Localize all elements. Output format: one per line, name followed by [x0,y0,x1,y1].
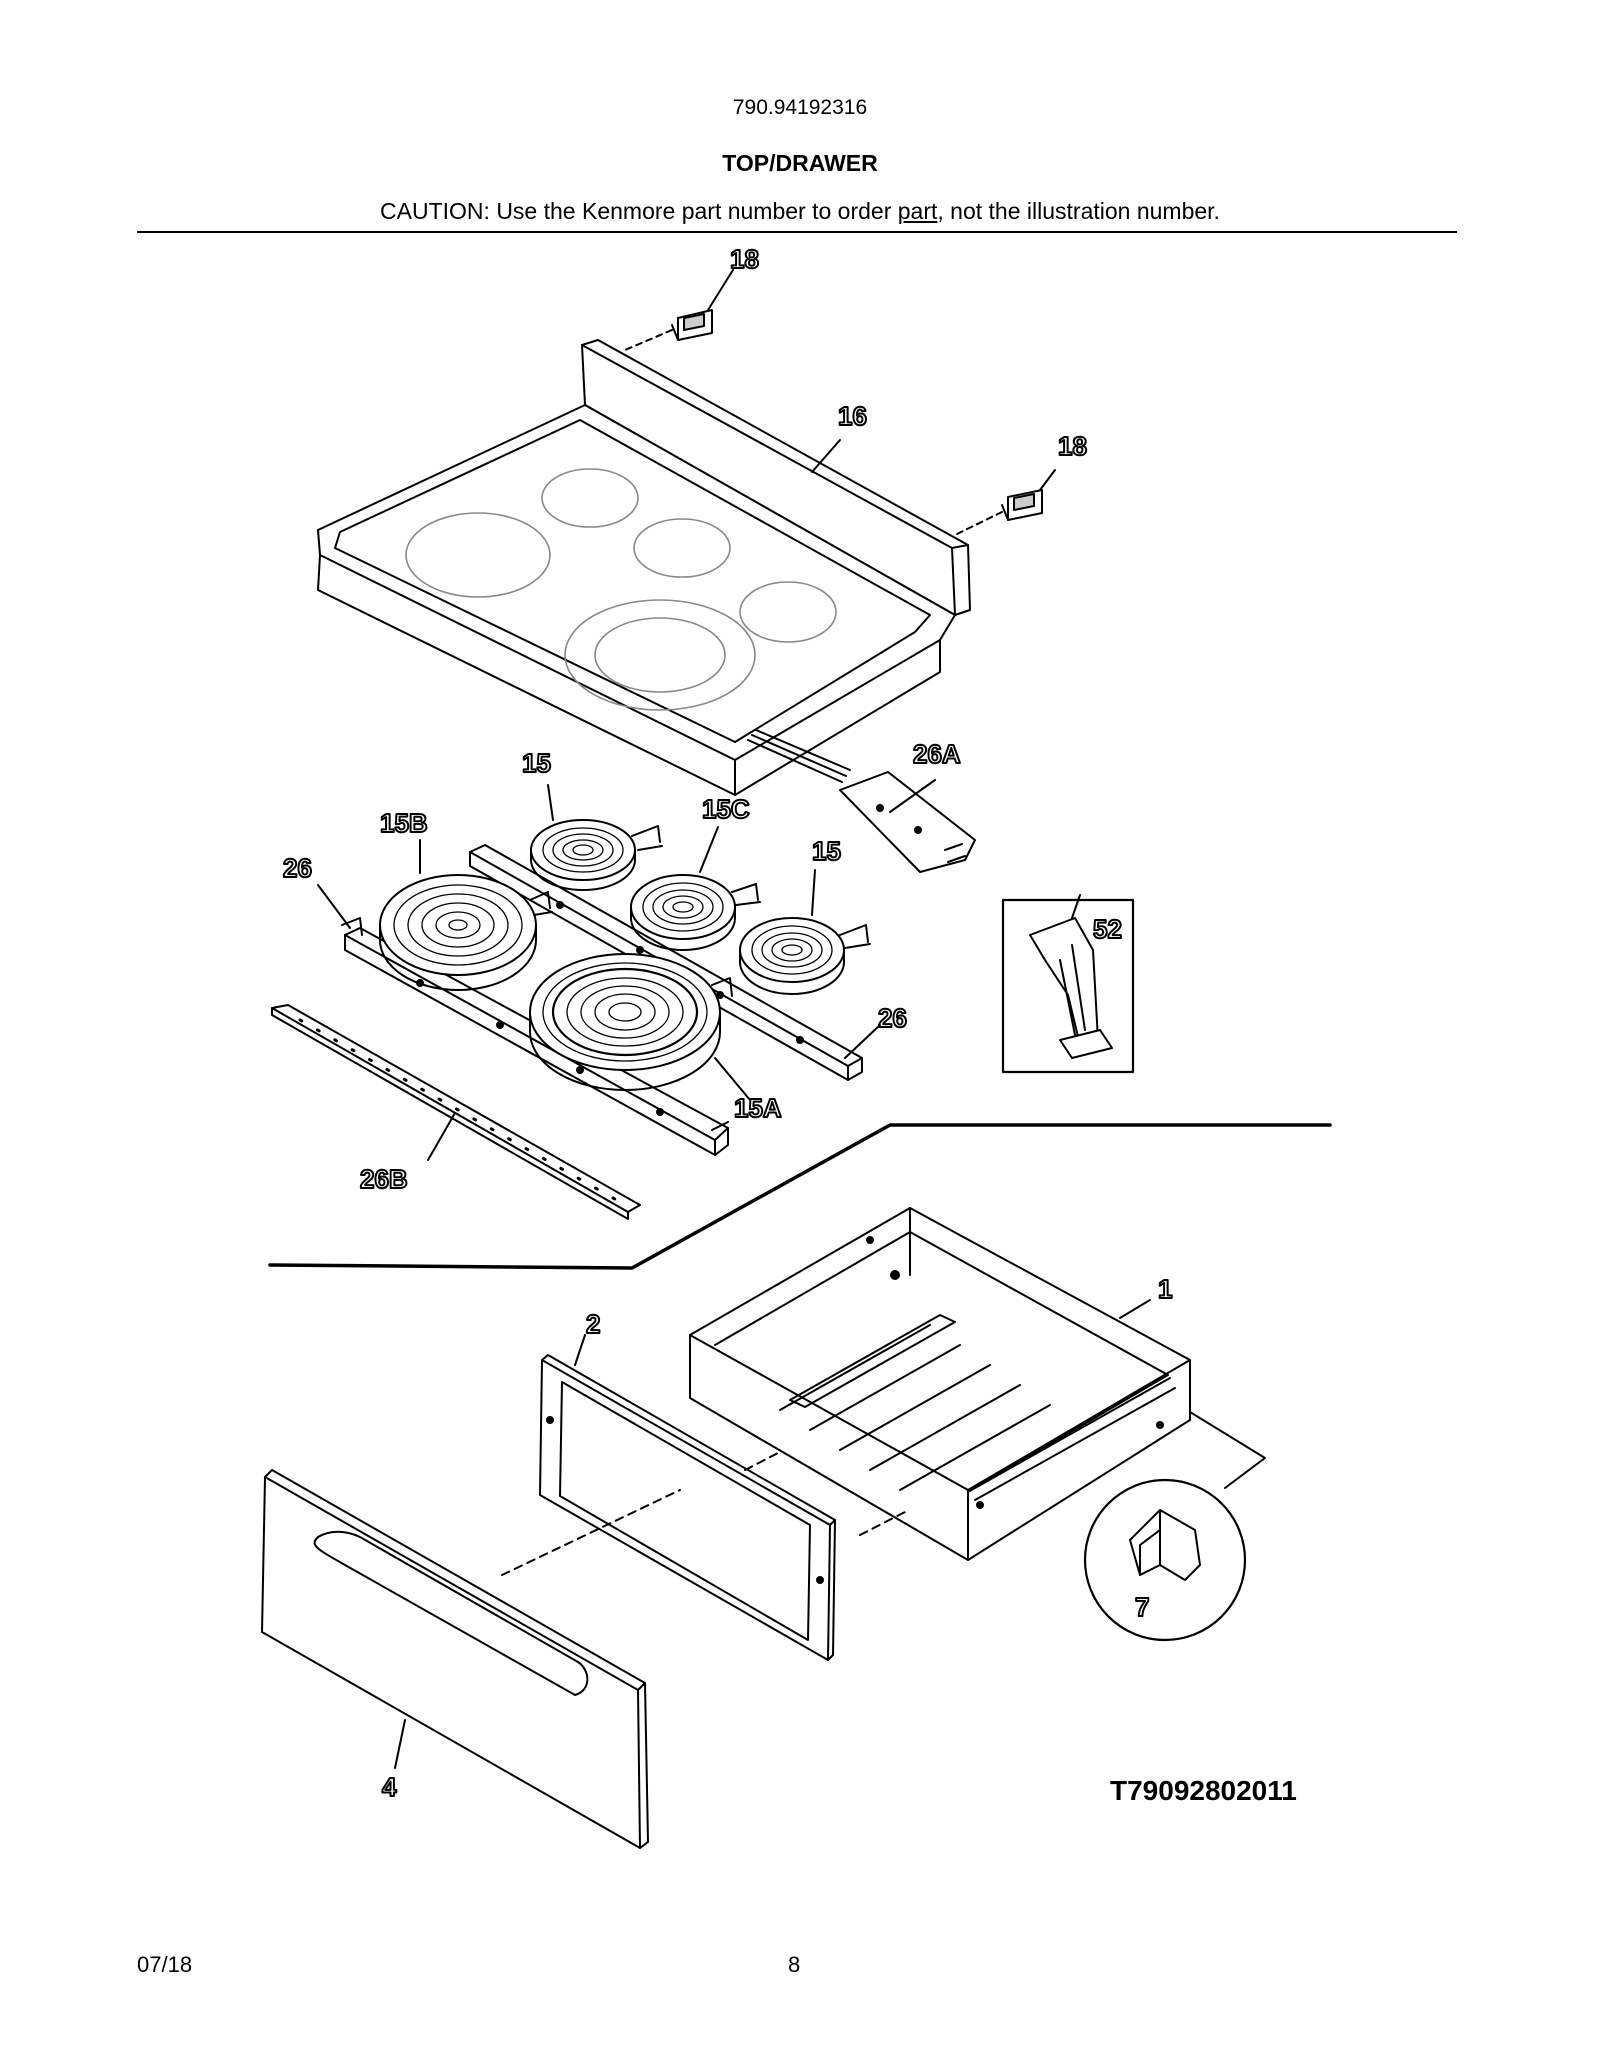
element-15-upper [530,819,663,891]
drawer-frame-2 [539,1354,836,1661]
callout-15B: 15B [380,808,428,838]
drawer-front-4 [261,1469,649,1849]
element-15C [630,874,761,951]
callout-26-left: 26 [283,853,312,883]
caution-suffix: , not the illustration number. [937,198,1220,224]
callout-18-upper: 18 [730,244,759,274]
bracket-18-right [1001,489,1043,521]
caution-prefix: CAUTION: Use the Kenmore part number to … [380,198,898,224]
bracket-26A [747,729,976,873]
section-title: TOP/DRAWER [722,150,878,176]
callout-16: 16 [838,401,867,431]
callout-15-right: 15 [812,836,841,866]
callout-15C: 15C [702,794,750,824]
header-rule [137,231,1457,233]
callout-18-right: 18 [1058,431,1087,461]
inset-box-52 [1001,898,1135,1074]
cooktop-glass-top [317,339,971,796]
footer-date: 07/18 [137,1952,193,1977]
trim-strip-26B [271,1004,641,1220]
callout-4: 4 [382,1772,397,1802]
element-15B [379,874,553,991]
callout-1: 1 [1158,1274,1172,1304]
element-15A [529,953,733,1091]
callout-2: 2 [586,1309,600,1339]
callout-26B: 26B [360,1164,408,1194]
caution-part-link: part [897,198,938,224]
caution-note: CAUTION: Use the Kenmore part number to … [0,198,1600,225]
drawer-body-1 [689,1207,1191,1561]
drawing-id: T79092802011 [1110,1775,1297,1806]
element-15-right [739,917,871,995]
callout-7: 7 [1135,1592,1149,1622]
callout-52: 52 [1093,914,1122,944]
callout-15-upper: 15 [522,748,551,778]
page-number: 8 [788,1952,801,1977]
callout-26A: 26A [913,739,961,769]
bracket-18-upper [671,309,713,341]
model-number: 790.94192316 [732,96,868,119]
inset-circle-7 [1083,1478,1247,1642]
callout-26-right: 26 [878,1003,907,1033]
section-divider [268,1123,1332,1270]
callout-15A: 15A [734,1093,782,1123]
